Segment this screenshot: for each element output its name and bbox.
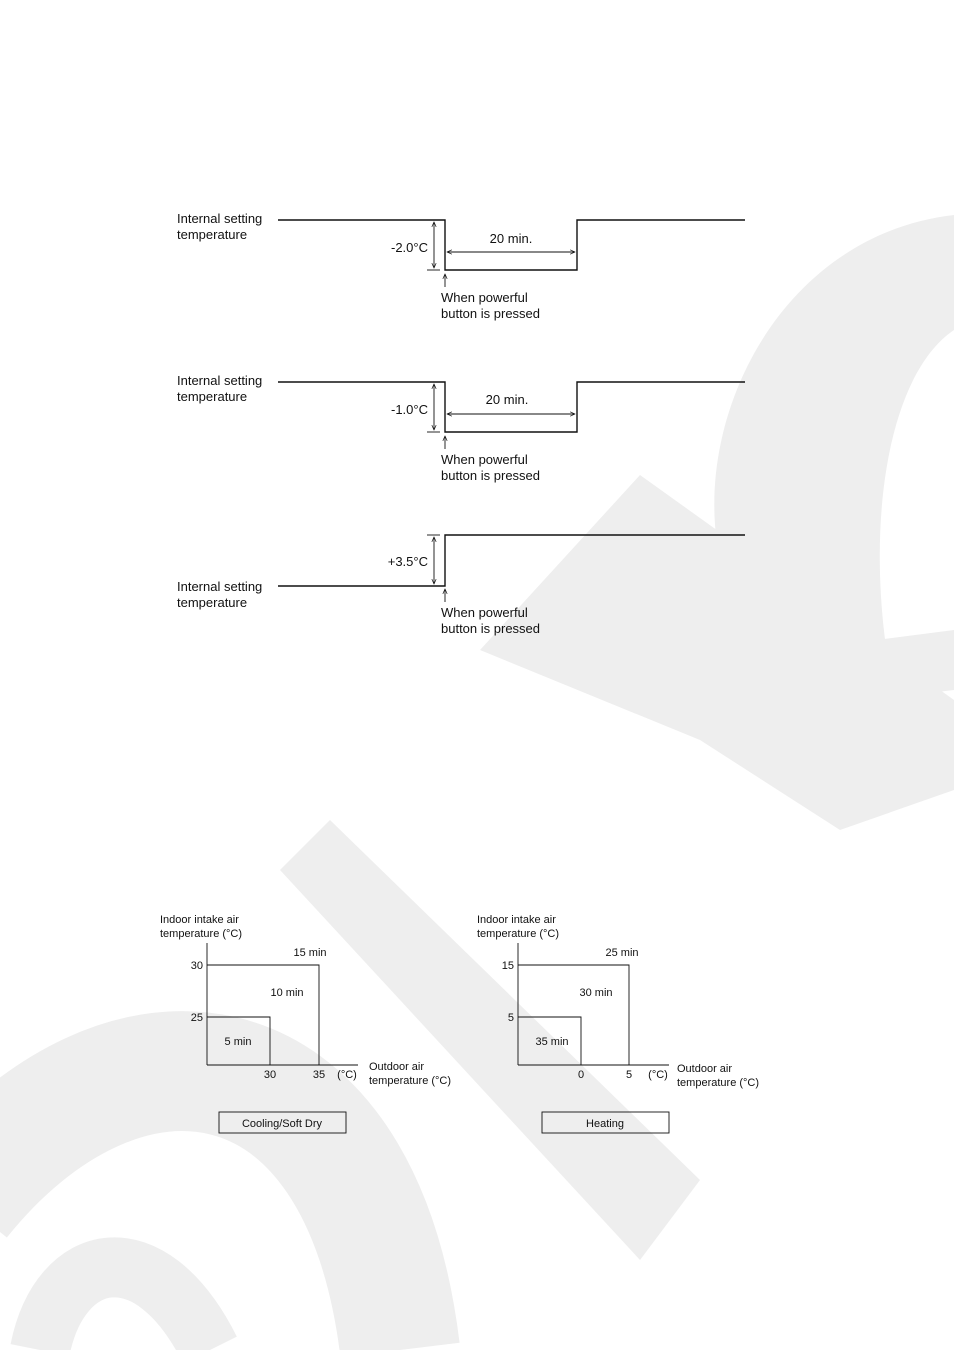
heating-zone-outer (518, 964, 630, 1065)
internal-setting-label-3b: temperature (177, 595, 247, 610)
cooling-y-tick-25: 25 (191, 1012, 203, 1024)
heating-y-axis-label-b: temperature (°C) (477, 928, 559, 940)
setting-waveform-2 (278, 381, 745, 433)
cooling-zone-outer (207, 964, 320, 1065)
heating-x-unit: (°C) (648, 1069, 668, 1081)
cooling-x-axis-label-b: temperature (°C) (369, 1075, 451, 1087)
internal-setting-label-1b: temperature (177, 227, 247, 242)
heating-x-tick-5: 5 (626, 1069, 632, 1081)
temperature-diagram-2: Internal setting temperature -1.0°C 20 m… (177, 373, 745, 483)
offset-label-1: -2.0°C (391, 240, 428, 255)
internal-setting-label-2b: temperature (177, 389, 247, 404)
heating-x-axis-label-a: Outdoor air (677, 1063, 732, 1075)
cooling-zone-10min: 10 min (270, 987, 303, 999)
cooling-x-axis-label-a: Outdoor air (369, 1061, 424, 1073)
cooling-mode-label: Cooling/Soft Dry (242, 1118, 323, 1130)
offset-label-2: -1.0°C (391, 402, 428, 417)
watermark-graphic (0, 215, 954, 1350)
internal-setting-label-1a: Internal setting (177, 211, 262, 226)
cooling-x-tick-30: 30 (264, 1069, 276, 1081)
heating-y-axis-label-a: Indoor intake air (477, 914, 556, 926)
duration-label-1: 20 min. (490, 231, 533, 246)
press-label-3b: button is pressed (441, 621, 540, 636)
offset-label-3: +3.5°C (388, 554, 428, 569)
heating-zone-25min: 25 min (605, 947, 638, 959)
press-label-2b: button is pressed (441, 468, 540, 483)
cooling-zone-5min: 5 min (225, 1036, 252, 1048)
press-label-3a: When powerful (441, 605, 528, 620)
setting-waveform-3 (278, 534, 745, 587)
cooling-zone-inner (207, 1016, 271, 1065)
heating-x-axis-label-b: temperature (°C) (677, 1077, 759, 1089)
heating-mode-label: Heating (586, 1118, 624, 1130)
setting-waveform-1 (278, 219, 745, 271)
duration-label-2: 20 min. (486, 392, 529, 407)
internal-setting-label-3a: Internal setting (177, 579, 262, 594)
press-label-1b: button is pressed (441, 306, 540, 321)
heating-mode-label-box (541, 1111, 670, 1134)
cooling-mode-label-box (218, 1111, 347, 1134)
heating-y-tick-5: 5 (508, 1012, 514, 1024)
heating-zone-35min: 35 min (535, 1036, 568, 1048)
press-label-1a: When powerful (441, 290, 528, 305)
cooling-zone-chart: Indoor intake air temperature (°C) 30 25… (160, 914, 451, 1134)
cooling-y-axis-label-a: Indoor intake air (160, 914, 239, 926)
heating-zone-inner (518, 1016, 582, 1065)
heating-zone-30min: 30 min (579, 987, 612, 999)
heating-x-tick-0: 0 (578, 1069, 584, 1081)
cooling-x-tick-35: 35 (313, 1069, 325, 1081)
cooling-y-axis-label-b: temperature (°C) (160, 928, 242, 940)
cooling-y-tick-30: 30 (191, 960, 203, 972)
heating-y-tick-15: 15 (502, 960, 514, 972)
temperature-diagram-1: Internal setting temperature -2.0°C 20 m… (177, 211, 745, 321)
cooling-zone-15min: 15 min (293, 947, 326, 959)
internal-setting-label-2a: Internal setting (177, 373, 262, 388)
cooling-x-unit: (°C) (337, 1069, 357, 1081)
temperature-diagram-3: Internal setting temperature +3.5°C When… (177, 534, 745, 636)
heating-zone-chart: Indoor intake air temperature (°C) 15 5 … (477, 914, 759, 1134)
press-label-2a: When powerful (441, 452, 528, 467)
